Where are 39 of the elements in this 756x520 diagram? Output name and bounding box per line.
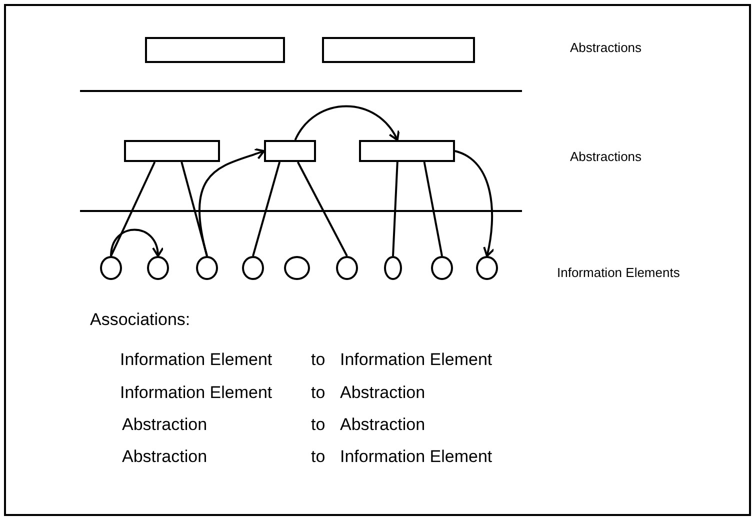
layer-label: Abstractions [570,149,642,165]
information-element-circle [147,256,169,280]
information-element-circle [336,256,358,280]
association-line [296,162,348,256]
abstraction-box [124,140,220,162]
information-element-circle [431,256,453,280]
association-arrow [454,150,495,257]
association-text: Abstraction [122,447,208,468]
association-text: to [311,350,326,370]
abstraction-box [359,140,455,162]
association-line [252,162,281,256]
association-text: to [311,415,326,436]
information-element-circle [476,256,498,280]
association-arrow [294,105,399,141]
information-element-circle [196,256,218,280]
association-text: Information Element [120,383,272,404]
association-text: to [311,447,326,468]
information-element-circle [284,256,310,280]
information-element-circle [384,256,402,280]
abstraction-box [145,37,285,63]
association-line [392,162,398,256]
association-text: Information Element [340,447,492,468]
information-element-circle [100,256,122,280]
abstraction-box [322,37,475,63]
association-text: to [311,383,326,404]
association-line [110,162,156,256]
information-element-circle [242,256,264,280]
layer-label: Information Elements [557,265,680,281]
abstraction-box [264,140,316,162]
association-line [180,162,208,256]
list-heading: Associations: [90,310,190,330]
association-arrow [110,228,164,257]
association-text: Abstraction [122,415,208,436]
layer-label: Abstractions [570,40,642,56]
association-text: Abstraction [340,415,426,436]
association-text: Abstraction [340,383,426,404]
association-line [423,162,443,256]
association-text: Information Element [340,350,492,370]
association-text: Information Element [120,350,272,370]
